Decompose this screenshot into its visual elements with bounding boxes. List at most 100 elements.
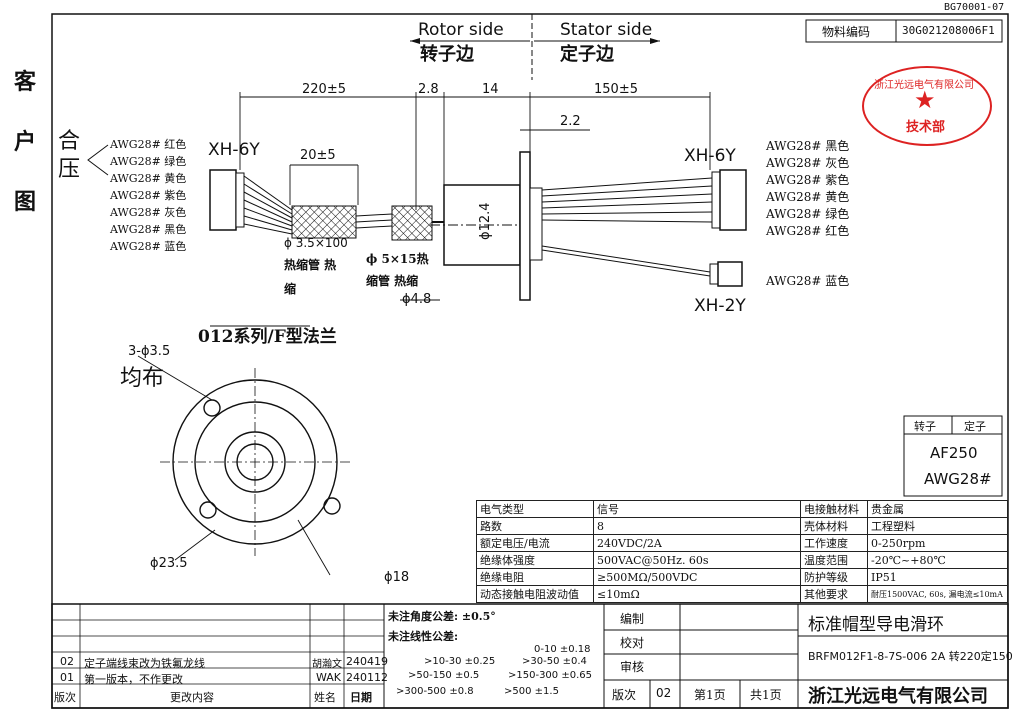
- rev-header-date: 日期: [350, 691, 372, 704]
- company-name: 浙江光远电气有限公司: [808, 686, 988, 707]
- left-wire-list: AWG28# 红色 AWG28# 绿色 AWG28# 黄色 AWG28# 紫色 …: [110, 136, 186, 255]
- combine-label: 合 压: [58, 129, 81, 182]
- wire-box-type-2: AWG28#: [924, 470, 992, 488]
- company-stamp: 浙江光远电气有限公司 ★ 技术部: [862, 66, 992, 146]
- right-wires: [541, 177, 713, 277]
- right-wire-list: AWG28# 黑色 AWG28# 灰色 AWG28# 紫色 AWG28# 黄色 …: [766, 138, 849, 240]
- tolerance-row: >300-500 ±0.8: [396, 686, 474, 697]
- wire-label: AWG28# 黑色: [766, 139, 850, 153]
- rotor-side-en: Rotor side: [418, 20, 504, 40]
- wire-spec-box: [903, 415, 1003, 497]
- footer-ver-label: 版次: [612, 688, 637, 702]
- material-code: 30G021208006F1: [902, 24, 995, 37]
- spec-value: -20℃~+80℃: [867, 551, 1008, 569]
- rev-date: 240112: [346, 671, 388, 684]
- wire-label: AWG28# 绿色: [110, 155, 187, 168]
- spec-value: ≥500MΩ/500VDC: [593, 568, 801, 586]
- wire-label: AWG28# 紫色: [110, 189, 187, 202]
- spec-key: 防护等级: [800, 568, 868, 586]
- wire-box-rotor: 转子: [914, 420, 936, 433]
- spec-key: 其他要求: [800, 585, 868, 603]
- rev-ver: 01: [60, 671, 74, 684]
- wire-label: AWG28# 绿色: [766, 207, 850, 221]
- connector-left: XH-6Y: [208, 140, 260, 160]
- wire-label: AWG28# 黄色: [766, 190, 850, 204]
- dim-4-8: ϕ4.8: [402, 292, 432, 307]
- wire-box-type-1: AF250: [930, 444, 978, 462]
- spec-value: 工程塑料: [867, 517, 1008, 535]
- right-connector-2y: [709, 261, 743, 287]
- rev-header-name: 姓名: [314, 691, 336, 704]
- tolerance-row: >500 ±1.5: [504, 686, 559, 697]
- wire-label: AWG28# 灰色: [110, 206, 187, 219]
- table-row: 电气类型 信号 电接触材料 贵金属: [476, 500, 1008, 518]
- stamp-company: 浙江光远电气有限公司: [874, 80, 974, 91]
- heat-shrink-2-text: 缩管 热缩: [366, 274, 419, 288]
- spec-key: 电接触材料: [800, 500, 868, 518]
- wire-box-stator: 定子: [964, 420, 986, 433]
- model-number: BRFM012F1-8-7S-006 2A 转220定150: [808, 650, 1013, 663]
- wire-label: AWG28# 蓝色: [110, 240, 187, 253]
- stamp-dept: 技术部: [906, 120, 946, 135]
- sign-check: 校对: [620, 636, 645, 650]
- tolerance-row: >10-30 ±0.25: [424, 656, 496, 667]
- spec-key: 绝缘体强度: [476, 551, 594, 569]
- table-row: 额定电压/电流 240VDC/2A 工作速度 0-250rpm: [476, 534, 1008, 552]
- dim-220: 220±5: [302, 82, 346, 97]
- spec-value: 0-250rpm: [867, 534, 1008, 552]
- side-label-char: 图: [14, 189, 37, 215]
- heat-shrink-1-text: 热缩管 热: [284, 258, 337, 272]
- doc-code: BG70001-07: [944, 2, 1005, 13]
- tolerance-row: 0-10 ±0.18: [534, 644, 591, 655]
- dim-150: 150±5: [594, 82, 638, 97]
- spec-key: 动态接触电阻波动值: [476, 585, 594, 603]
- product-name: 标准帽型导电滑环: [808, 615, 944, 635]
- footer-ver: 02: [656, 686, 672, 700]
- footer-page: 第1页: [694, 688, 726, 702]
- spec-value: IP51: [867, 568, 1008, 586]
- spec-key: 电气类型: [476, 500, 594, 518]
- wire-label: AWG28# 黑色: [110, 223, 187, 236]
- flange-title: 012系列/F型法兰: [198, 327, 337, 347]
- table-row: 动态接触电阻波动值 ≤10mΩ 其他要求 耐压1500VAC, 60s, 漏电流…: [476, 585, 1008, 603]
- tolerance-linear: 未注线性公差:: [388, 630, 459, 643]
- spec-key: 温度范围: [800, 551, 868, 569]
- tolerance-row: >50-150 ±0.5: [408, 670, 480, 681]
- spec-key: 额定电压/电流: [476, 534, 594, 552]
- rev-content: 定子端线束改为铁氟龙线: [84, 657, 205, 670]
- table-row: 绝缘电阻 ≥500MΩ/500VDC 防护等级 IP51: [476, 568, 1008, 586]
- heat-shrink-1-text-2: 缩: [284, 282, 297, 296]
- sign-draw: 编制: [620, 612, 645, 626]
- connector-right: XH-6Y: [684, 146, 736, 166]
- dim-18: ϕ18: [384, 570, 410, 585]
- rev-header-ver: 版次: [54, 691, 76, 704]
- side-label-char: 户: [14, 129, 37, 155]
- spec-key: 工作速度: [800, 534, 868, 552]
- tolerance-row: >150-300 ±0.65: [508, 670, 592, 681]
- spec-value: ≤10mΩ: [593, 585, 801, 603]
- spec-key: 绝缘电阻: [476, 568, 594, 586]
- right-connector-6y: [711, 169, 747, 231]
- flange-side: [519, 151, 531, 301]
- wire-label: AWG28# 黄色: [110, 172, 187, 185]
- holes-note: 均布: [120, 366, 165, 391]
- spec-value: 500VAC@50Hz. 60s: [593, 551, 801, 569]
- left-connector: [209, 169, 245, 231]
- stator-side-cn: 定子边: [560, 44, 614, 65]
- wire-label-2y: AWG28# 蓝色: [766, 274, 850, 288]
- rev-header-content: 更改内容: [170, 691, 214, 704]
- wire-label: AWG28# 红色: [110, 138, 187, 151]
- wire-label: AWG28# 红色: [766, 224, 850, 238]
- spec-value: 贵金属: [867, 500, 1008, 518]
- spec-value: 8: [593, 517, 801, 535]
- spec-value: 240VDC/2A: [593, 534, 801, 552]
- dim-14: 14: [482, 82, 499, 97]
- wire-label: AWG28# 灰色: [766, 156, 850, 170]
- spec-key: 壳体材料: [800, 517, 868, 535]
- wire-label: AWG28# 紫色: [766, 173, 850, 187]
- spec-key: 路数: [476, 517, 594, 535]
- left-wires: [243, 175, 393, 235]
- side-label-char: 客: [14, 69, 37, 95]
- dim-2-8: 2.8: [418, 82, 439, 97]
